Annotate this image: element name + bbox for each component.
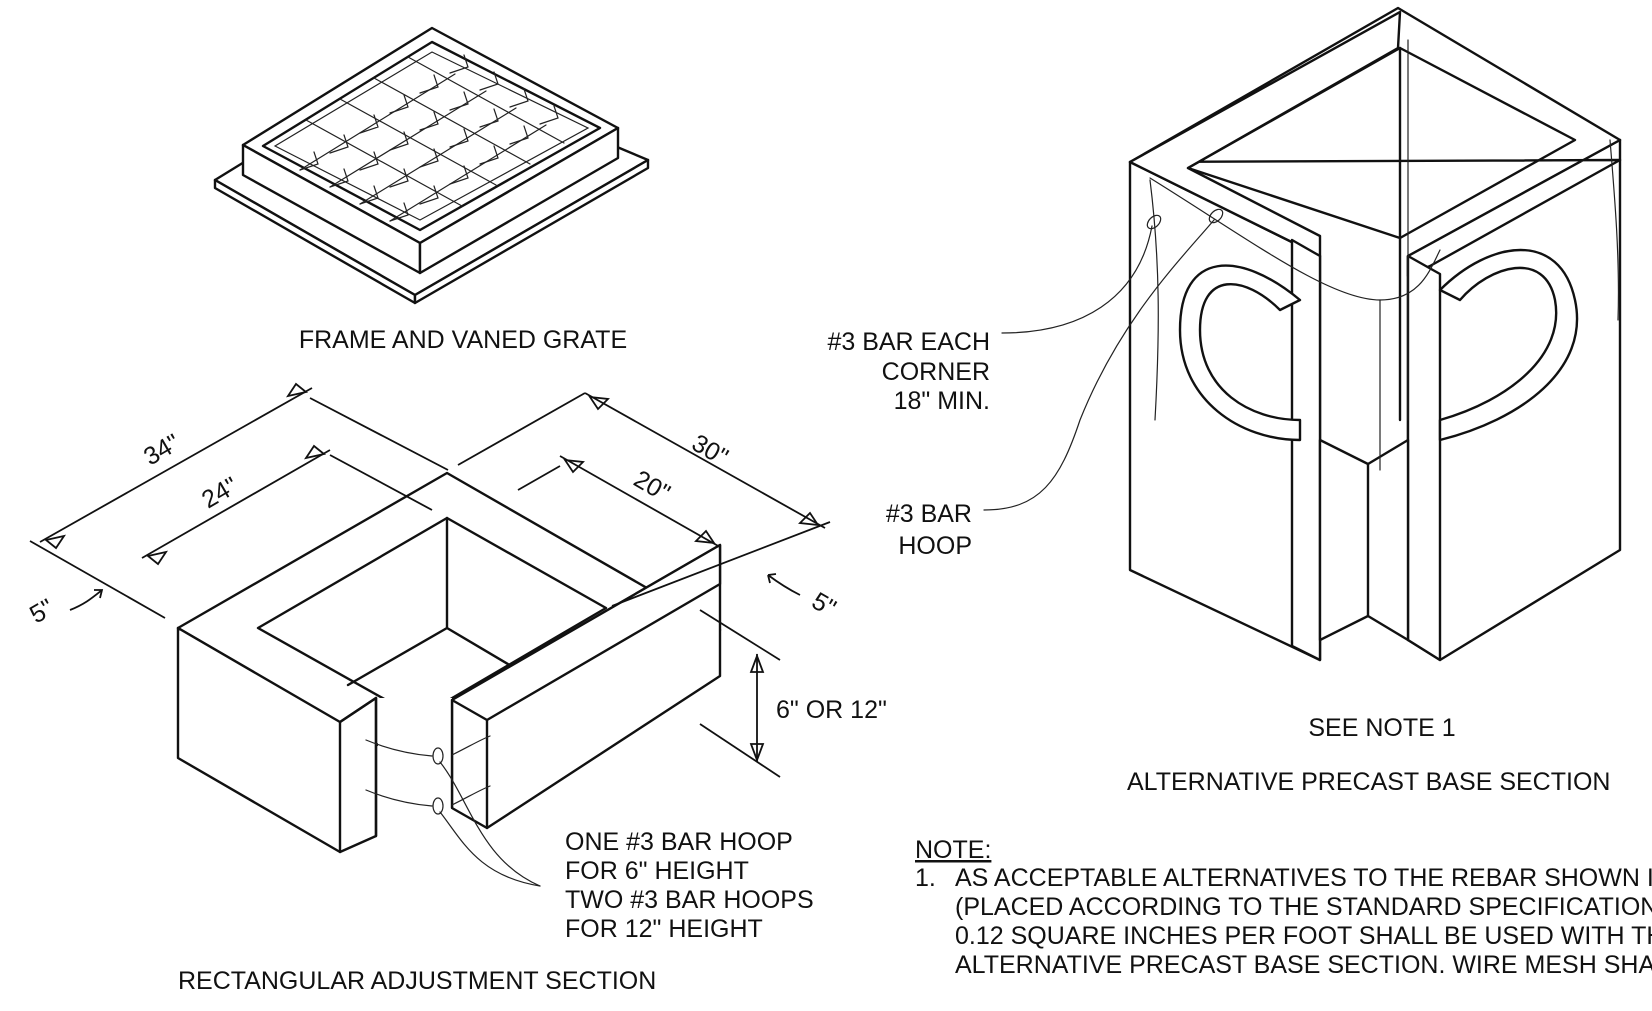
note-1-line: 0.12 SQUARE INCHES PER FOOT SHALL BE USE… [955,922,1652,950]
note-1-line: AS ACCEPTABLE ALTERNATIVES TO THE REBAR … [955,864,1652,892]
precast-base-section [983,6,1622,662]
svg-text:#3 BAR EACH: #3 BAR EACH [827,328,990,356]
svg-text:#3 BAR: #3 BAR [886,500,972,528]
frame-grate-caption: FRAME AND VANED GRATE [299,326,627,354]
adjustment-opening [256,516,608,720]
note-1-line: (PLACED ACCORDING TO THE STANDARD SPECIF… [955,893,1652,921]
dim-height: 6" OR 12" [776,696,887,724]
dim-20: 20" [629,465,675,508]
see-note-label: SEE NOTE 1 [1308,714,1455,742]
adjustment-rebar-hoops [365,735,541,887]
rectangular-adjustment-section [29,382,831,887]
svg-text:HOOP: HOOP [898,532,972,560]
dim-30: 30" [687,429,733,472]
svg-text:CORNER: CORNER [882,358,990,386]
adjustment-caption: RECTANGULAR ADJUSTMENT SECTION [178,967,656,995]
svg-text:ONE #3 BAR HOOP: ONE #3 BAR HOOP [565,828,793,856]
dim-24: 24" [197,472,243,515]
base-knockout-left [1178,264,1302,442]
note-1-number: 1. [915,864,936,892]
notes-block: NOTE: 1. AS ACCEPTABLE ALTERNATIVES TO T… [915,836,1652,979]
base-opening [1186,46,1577,240]
base-interior [1318,438,1410,642]
grate-vanes [299,54,565,222]
base-caption: ALTERNATIVE PRECAST BASE SECTION [1127,768,1610,796]
corner-bar-leader [1001,225,1153,334]
hoop-bar-leader [983,219,1215,511]
notes-heading: NOTE: [915,836,991,864]
svg-text:TWO #3 BAR HOOPS: TWO #3 BAR HOOPS [565,886,814,914]
hoop-bar-label: #3 BAR HOOP [886,500,972,560]
corner-bar-label: #3 BAR EACH CORNER 18" MIN. [827,328,990,415]
frame-and-vaned-grate [213,26,650,305]
svg-text:FOR 12" HEIGHT: FOR 12" HEIGHT [565,915,763,943]
hoop-note: ONE #3 BAR HOOP FOR 6" HEIGHT TWO #3 BAR… [565,828,814,943]
svg-text:FOR 6" HEIGHT: FOR 6" HEIGHT [565,857,749,885]
note-1-line: ALTERNATIVE PRECAST BASE SECTION. WIRE M… [955,951,1652,979]
svg-text:18" MIN.: 18" MIN. [894,387,990,415]
base-knockout-right [1438,248,1579,442]
dim-5-left: 5" [25,594,59,630]
adjustment-dimensions [29,382,831,778]
dim-5-right: 5" [807,587,841,623]
